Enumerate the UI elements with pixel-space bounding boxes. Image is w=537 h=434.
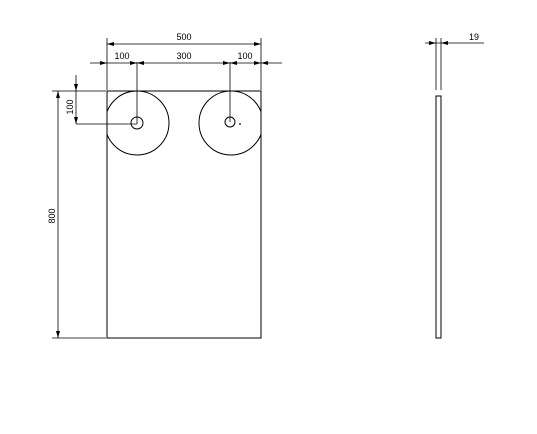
front-view xyxy=(76,62,262,339)
center-mark xyxy=(239,123,241,125)
dim-label-left-offset: 100 xyxy=(114,51,129,61)
dim-label-hole-spacing: 300 xyxy=(176,51,191,61)
side-view: 19 xyxy=(425,32,484,339)
side-panel-outline xyxy=(435,95,442,339)
dim-label-thickness: 19 xyxy=(469,32,479,42)
left-hatched-circle xyxy=(107,91,170,156)
dim-label-overall-height: 800 xyxy=(47,208,57,223)
panel-outline xyxy=(106,90,262,339)
dim-label-right-offset: 100 xyxy=(237,51,252,61)
hatched-regions xyxy=(107,91,261,156)
dim-label-overall-width: 500 xyxy=(176,32,191,42)
right-hatched-circle xyxy=(198,91,261,156)
dimensions-front: 500 100 300 100 100 800 xyxy=(47,32,282,339)
dim-label-top-offset: 100 xyxy=(65,99,75,114)
